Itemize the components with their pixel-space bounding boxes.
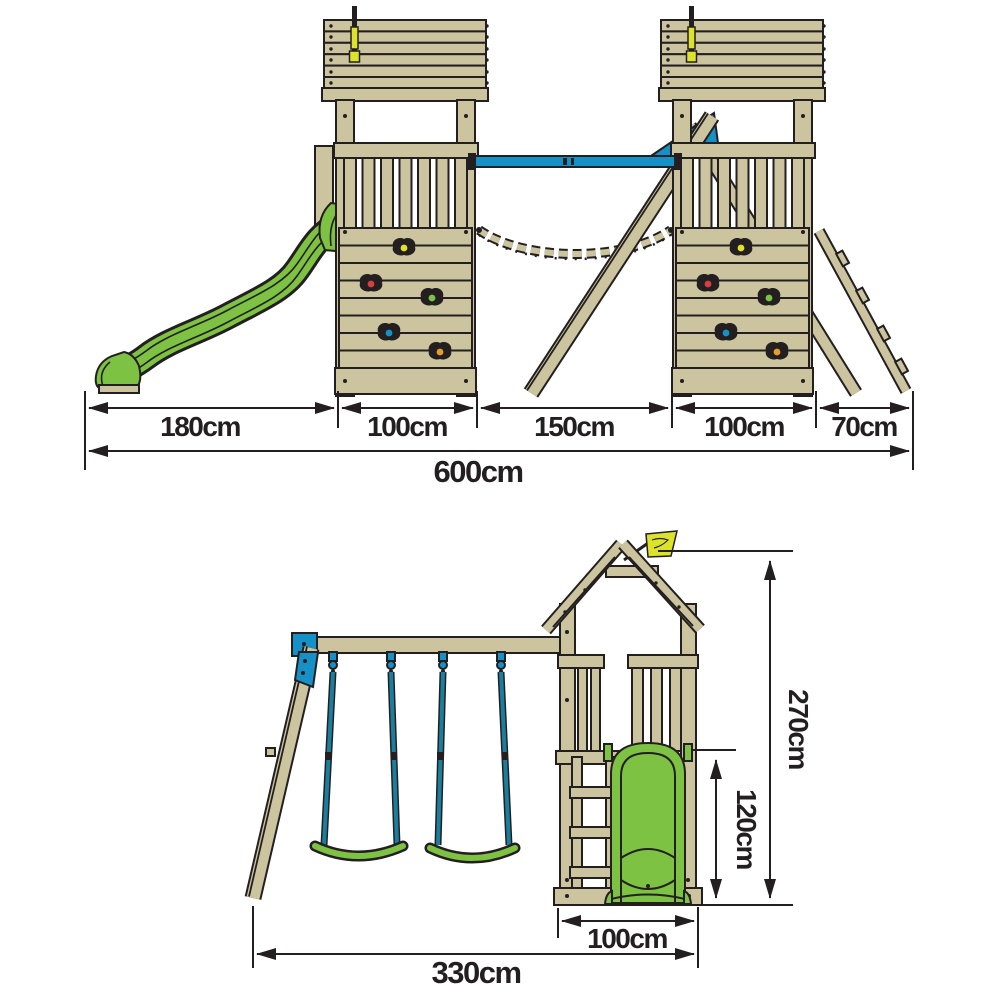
swing-hanger bbox=[328, 651, 338, 675]
front-elevation: 180cm 100cm 150cm 100cm 70cm 600cm bbox=[84, 6, 914, 489]
play-tower-side bbox=[541, 530, 705, 906]
left-tower-front bbox=[322, 6, 489, 396]
swing-hanger bbox=[496, 651, 506, 675]
swing-frame-leg bbox=[244, 646, 320, 900]
dim-label-right-tower: 100cm bbox=[704, 411, 784, 442]
wave-slide bbox=[94, 201, 347, 394]
swing-hanger bbox=[438, 651, 448, 675]
ladder-rungs bbox=[834, 249, 910, 376]
dim-label-left-tower: 100cm bbox=[367, 411, 447, 442]
dim-label-slide: 180cm bbox=[160, 411, 240, 442]
tower-ladder-side bbox=[569, 756, 617, 906]
side-elevation: 270cm 120cm 100cm 330cm bbox=[244, 530, 814, 990]
access-ladder-front bbox=[813, 228, 912, 394]
dim-label-overall-height: 270cm bbox=[783, 689, 814, 769]
side-railings bbox=[557, 654, 699, 752]
side-view-dimensions: 270cm 120cm 100cm 330cm bbox=[252, 550, 814, 990]
front-view-dimensions: 180cm 100cm 150cm 100cm 70cm 600cm bbox=[84, 391, 914, 489]
swing-hanger bbox=[386, 651, 396, 675]
dim-label-tower-depth: 100cm bbox=[587, 923, 667, 954]
chain-walk-bridge bbox=[476, 225, 674, 261]
monkey-bar bbox=[468, 153, 682, 170]
dim-label-overall-depth: 330cm bbox=[431, 955, 520, 990]
gable-roof bbox=[541, 539, 705, 635]
right-tower-front bbox=[659, 6, 826, 396]
dim-label-ladder: 70cm bbox=[831, 411, 897, 442]
slide-front bbox=[603, 741, 693, 905]
swing-assembly bbox=[244, 632, 567, 900]
dim-label-total-width: 600cm bbox=[433, 454, 522, 489]
swing-straps bbox=[320, 671, 513, 846]
swing-seats bbox=[309, 840, 521, 864]
dim-label-platform-height: 120cm bbox=[731, 789, 762, 869]
dim-label-bridge-span: 150cm bbox=[534, 411, 614, 442]
